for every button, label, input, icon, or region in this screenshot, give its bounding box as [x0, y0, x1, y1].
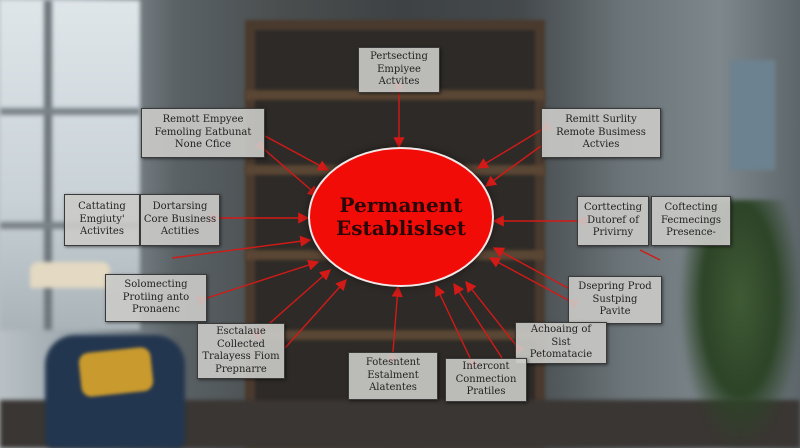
- node-lower-left: Esctalaue Collected Tralayess Fiom Prepn…: [197, 323, 285, 379]
- link-arrow: [171, 235, 312, 259]
- node-left-b: Dortarsing Core Business Actities: [140, 194, 220, 246]
- link-arrow: [195, 259, 320, 307]
- link-arrow: [435, 284, 480, 370]
- node-upper-left: Remott Empyee Femoling Eatbunat None Cfi…: [141, 108, 265, 158]
- link-arrow: [264, 135, 330, 171]
- node-left-a: Cattating Emgiuty' Activites: [64, 194, 140, 246]
- node-label: Dortarsing Core Business Actities: [143, 201, 217, 238]
- link-arrow: [488, 257, 580, 310]
- node-label: Solomecting Protiing anto Pronaenc: [122, 279, 190, 316]
- node-mid-right: Dsepring Prod Sustping Pavite: [568, 276, 662, 324]
- link-arrow: [250, 269, 332, 341]
- node-right-a: Corttecting Dutoref of Privirny: [577, 196, 649, 246]
- node-label: Coftecting Fecmecings Presence-: [660, 202, 722, 239]
- node-label: Remott Empyee Femoling Eatbunat None Cfi…: [154, 114, 252, 151]
- node-label: Fotesntent Estalment Alatentes: [365, 357, 421, 394]
- node-label: Dsepring Prod Sustping Pavite: [578, 281, 652, 318]
- node-lower-right: Achoaing of Sist Petomatacie: [515, 322, 607, 364]
- wall-art: [730, 60, 775, 170]
- lamp: [30, 262, 110, 288]
- center-node: Permanent Establislset: [308, 147, 494, 287]
- window-mullion: [0, 108, 140, 115]
- link-arrow: [386, 285, 403, 363]
- link-arrow: [453, 282, 503, 359]
- node-top: Pertsecting Empiyee Actvites: [358, 47, 440, 93]
- node-label: Corttecting Dutoref of Privirny: [583, 202, 643, 239]
- node-label: Pertsecting Empiyee Actvites: [370, 51, 428, 88]
- link-arrow: [253, 139, 320, 197]
- node-label: Intercont Conmection Pratiles: [455, 361, 517, 398]
- link-arrow: [284, 278, 347, 349]
- link-arrow: [484, 145, 542, 187]
- link-arrow: [492, 247, 569, 289]
- node-label: Esctalaue Collected Tralayess Fiom Prepn…: [202, 326, 280, 375]
- node-label: Remitt Surlity Remote Busimess Actvies: [556, 114, 646, 151]
- node-bottom-right: Intercont Conmection Pratiles: [445, 358, 527, 402]
- window-mullion: [44, 0, 52, 330]
- node-label: Achoaing of Sist Petomatacie: [529, 324, 593, 361]
- node-upper-right: Remitt Surlity Remote Busimess Actvies: [541, 108, 661, 158]
- node-bottom-left: Fotesntent Estalment Alatentes: [348, 352, 438, 400]
- link-arrow: [476, 120, 553, 169]
- center-title: Permanent Establislset: [336, 193, 466, 240]
- node-right-b: Coftecting Fecmecings Presence-: [651, 196, 731, 246]
- node-mid-left: Solomecting Protiing anto Pronaenc: [105, 274, 207, 322]
- link-arrow: [639, 249, 661, 261]
- node-label: Cattating Emgiuty' Activites: [78, 201, 126, 238]
